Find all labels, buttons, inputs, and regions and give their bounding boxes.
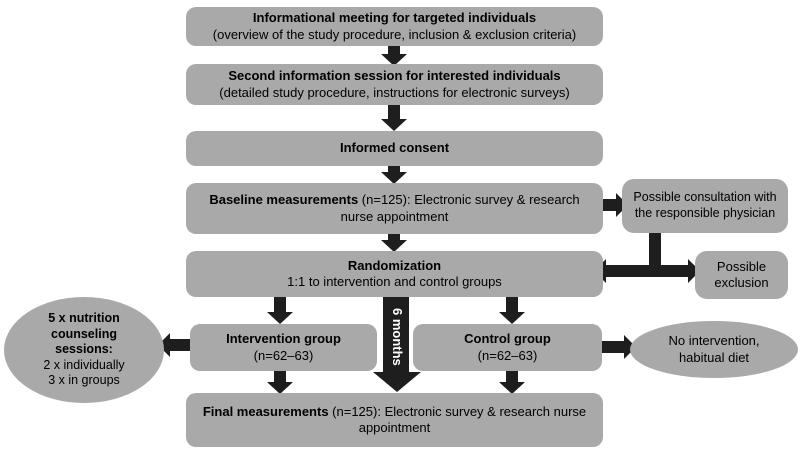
arrow-randomization-to-control (499, 296, 525, 324)
node-title: Intervention group (226, 331, 341, 347)
duration-label: 6 months (390, 308, 405, 366)
node-text-line: 2 x individually (43, 357, 125, 372)
arrow-baseline-to-consultation (600, 193, 628, 217)
node-subtitle: (detailed study procedure, instructions … (219, 84, 570, 100)
node-subtitle: (n=62–63) (253, 347, 314, 363)
node-text: No intervention, habitual diet (668, 333, 760, 365)
node-text: Baseline measurements (n=125): Electroni… (202, 192, 588, 225)
node-title: Informed consent (339, 140, 450, 156)
node-final-measurements: Final measurements (n=125): Electronic s… (186, 393, 603, 447)
node-second-session: Second information session for intereste… (186, 64, 603, 105)
node-title: Informational meeting for targeted indiv… (252, 10, 537, 26)
node-title: Randomization (347, 257, 442, 273)
node-text-bold: Baseline measurements (209, 192, 359, 208)
node-possible-exclusion: Possible exclusion (695, 251, 788, 299)
node-title: Second information session for intereste… (228, 68, 561, 84)
node-possible-consultation: Possible consultation with the responsib… (622, 179, 788, 233)
node-text-line: 3 x in groups (48, 373, 120, 388)
node-text-bold: 5 x nutrition counseling sessions: (48, 310, 120, 357)
node-informed-consent: Informed consent (186, 131, 603, 166)
node-title: Control group (464, 331, 551, 347)
node-text: Possible exclusion (714, 258, 769, 290)
arrow-session-to-consent (381, 104, 407, 131)
arrow-intervention-to-final (267, 369, 293, 394)
node-text-rest: (n=125): Electronic survey & research nu… (340, 192, 580, 224)
node-control-group: Control group (n=62–63) (413, 324, 602, 371)
node-subtitle: (n=62–63) (477, 347, 538, 363)
node-text-rest: (n=125): Electronic survey & research nu… (328, 403, 587, 435)
arrow-randomization-to-intervention (267, 296, 293, 324)
node-nutrition-counseling: 5 x nutrition counseling sessions: 2 x i… (4, 297, 164, 403)
node-intervention-group: Intervention group (n=62–63) (190, 324, 377, 371)
arrow-six-months (373, 296, 421, 392)
node-no-intervention: No intervention, habitual diet (630, 321, 798, 378)
arrow-consultation-split (594, 259, 700, 283)
node-informational-meeting: Informational meeting for targeted indiv… (186, 7, 603, 46)
node-subtitle: 1:1 to intervention and control groups (287, 274, 502, 289)
arrow-control-to-habitual (598, 335, 636, 359)
node-text-bold: Final measurements (202, 403, 329, 419)
arrow-intervention-to-counseling (158, 333, 194, 357)
arrow-control-to-final (499, 369, 525, 394)
arrow-consent-to-baseline (381, 165, 407, 184)
node-text: Possible consultation with the responsib… (633, 190, 777, 220)
arrow-meeting-to-session (381, 45, 407, 66)
node-text: Final measurements (n=125): Electronic s… (202, 404, 588, 437)
arrow-baseline-to-randomization (381, 233, 407, 252)
node-baseline-measurements: Baseline measurements (n=125): Electroni… (186, 183, 603, 234)
node-randomization: Randomization 1:1 to intervention and co… (186, 251, 603, 297)
node-subtitle: (overview of the study procedure, inclus… (212, 26, 577, 42)
